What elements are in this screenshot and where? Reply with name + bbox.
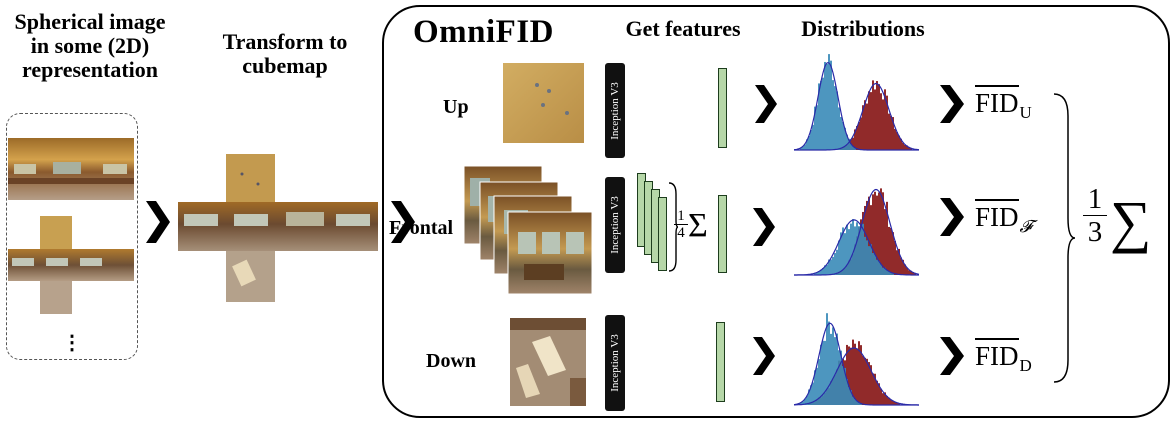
row-label-frontal: Frontal (389, 217, 454, 239)
omnifid-title: OmniFID (413, 14, 555, 50)
up-face-image (503, 63, 584, 143)
input-panel (6, 113, 138, 360)
frontal-sum-symbol: Σ (688, 207, 708, 244)
cubemap-image (178, 154, 378, 302)
arrow-right-icon (753, 337, 775, 375)
row-label-up: Up (443, 96, 469, 118)
cubemap-thumbnail (8, 216, 134, 314)
feature-vector-up (718, 68, 727, 148)
omnifid-panel (382, 5, 1170, 418)
feature-vector-down (716, 322, 725, 402)
frontal-average-fraction: 1 4 (674, 208, 688, 241)
distribution-histogram-up (793, 54, 920, 151)
feature-vector-frontal-4 (658, 197, 667, 271)
equirectangular-image (8, 138, 134, 200)
arrow-right-icon (146, 201, 170, 243)
distributions-heading: Distributions (801, 16, 925, 41)
final-average-fraction: 1 3 (1083, 183, 1107, 248)
ellipsis: ⋮ (62, 332, 82, 354)
inception-v3-block-up: Inception V3 (605, 63, 625, 158)
fid-up-label: FIDU (975, 85, 1032, 123)
inception-v3-block-down: Inception V3 (605, 315, 625, 411)
arrow-right-icon (755, 85, 777, 123)
row-label-down: Down (426, 350, 477, 372)
input-heading: Spherical image in some (2D) representat… (14, 9, 166, 82)
final-sum-symbol: ∑ (1110, 189, 1152, 254)
arrow-right-icon (940, 337, 964, 375)
fid-down-label: FIDD (975, 338, 1032, 376)
arrow-right-icon (391, 201, 415, 243)
transform-heading: Transform to cubemap (222, 29, 348, 78)
distribution-histogram-frontal (794, 188, 920, 276)
arrow-right-icon (753, 208, 775, 246)
feature-vector-frontal-aggregated (718, 195, 727, 273)
inception-v3-block-frontal: Inception V3 (605, 177, 625, 273)
frontal-faces-stack (464, 166, 593, 294)
get-features-heading: Get features (625, 16, 741, 41)
distribution-histogram-down (793, 313, 919, 406)
fid-frontal-label: FID𝓕 (975, 199, 1032, 237)
arrow-right-icon (940, 85, 964, 123)
right-brace-large (1053, 93, 1076, 383)
down-face-image (510, 318, 586, 406)
arrow-right-icon (940, 198, 964, 236)
right-brace-small (668, 182, 678, 272)
